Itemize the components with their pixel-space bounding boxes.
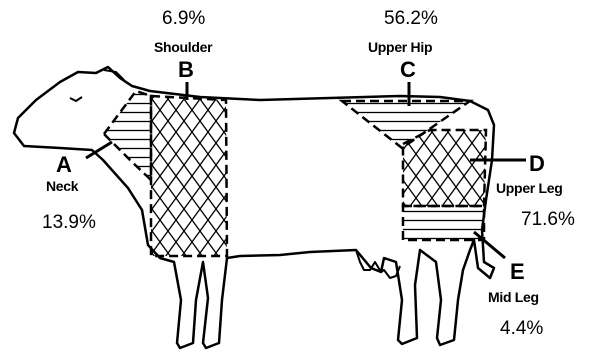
udder bbox=[356, 250, 400, 278]
region-c-name: Upper Hip bbox=[368, 39, 432, 55]
region-e-mid-leg bbox=[403, 206, 484, 240]
region-c-letter: C bbox=[400, 57, 416, 83]
region-a-neck bbox=[104, 91, 151, 180]
region-d-upper-leg bbox=[403, 130, 486, 206]
region-d-name: Upper Leg bbox=[496, 180, 563, 196]
region-a-percent: 13.9% bbox=[42, 212, 96, 234]
region-b-shoulder bbox=[151, 96, 227, 256]
leader-e bbox=[474, 232, 505, 258]
region-b-percent: 6.9% bbox=[162, 8, 205, 30]
region-c-percent: 56.2% bbox=[384, 8, 438, 30]
region-a-letter: A bbox=[56, 152, 72, 178]
region-e-percent: 4.4% bbox=[500, 318, 543, 340]
region-b-name: Shoulder bbox=[154, 39, 212, 55]
region-e-letter: E bbox=[510, 259, 525, 285]
region-b-letter: B bbox=[178, 57, 194, 83]
region-a-name: Neck bbox=[46, 178, 78, 194]
region-d-letter: D bbox=[529, 151, 545, 177]
region-d-percent: 71.6% bbox=[521, 209, 575, 231]
region-e-name: Mid Leg bbox=[488, 289, 539, 305]
cow-eye bbox=[70, 97, 82, 101]
